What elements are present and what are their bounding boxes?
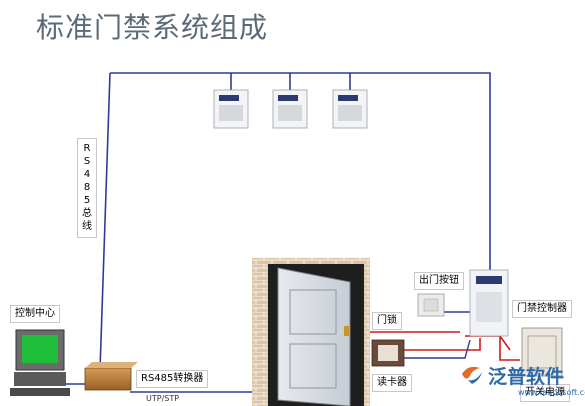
signal-wiring — [402, 311, 471, 359]
brand-watermark: 泛普软件 www.fanpusoft.com — [458, 360, 585, 400]
brand-url: www.fanpusoft.com — [518, 388, 585, 397]
card-reader-device — [371, 339, 405, 367]
page-title: 标准门禁系统组成 — [36, 11, 269, 44]
door-lock-label: 门锁 — [372, 312, 402, 330]
cable-type-label: UTP/STP — [146, 394, 180, 403]
rs485-converter-device — [84, 362, 138, 391]
control-center-label: 控制中心 — [10, 305, 60, 323]
reader-unit-3 — [332, 89, 368, 129]
bus-char-5: 5 — [83, 195, 91, 207]
card-reader-label: 读卡器 — [372, 374, 412, 392]
brand-name: 泛普软件 — [488, 366, 565, 388]
reader-unit-1 — [213, 89, 249, 129]
bus-char-7: 线 — [82, 221, 92, 233]
bus-char-4: 8 — [83, 181, 91, 193]
bus-char-1: R — [83, 142, 91, 154]
bus-char-6: 总 — [82, 208, 92, 220]
brand-logo-icon — [462, 366, 482, 384]
rs485-bus-lines — [99, 72, 491, 371]
rs485-bus-label: R S 4 8 5 总 线 — [77, 138, 97, 238]
access-controller-label: 门禁控制器 — [512, 300, 572, 318]
bus-char-2: S — [83, 155, 91, 167]
exit-button-device — [417, 293, 445, 317]
exit-button-label: 出门按钮 — [414, 272, 464, 290]
power-supply-device — [521, 327, 563, 377]
power-supply-label: 开关电源 — [520, 384, 570, 402]
door-wall — [252, 258, 370, 406]
converter-label: RS485转换器 — [136, 370, 209, 388]
access-controller-device — [469, 269, 509, 337]
reader-unit-2 — [272, 89, 308, 129]
control-center-computer — [10, 329, 70, 396]
bus-char-3: 4 — [83, 168, 91, 180]
